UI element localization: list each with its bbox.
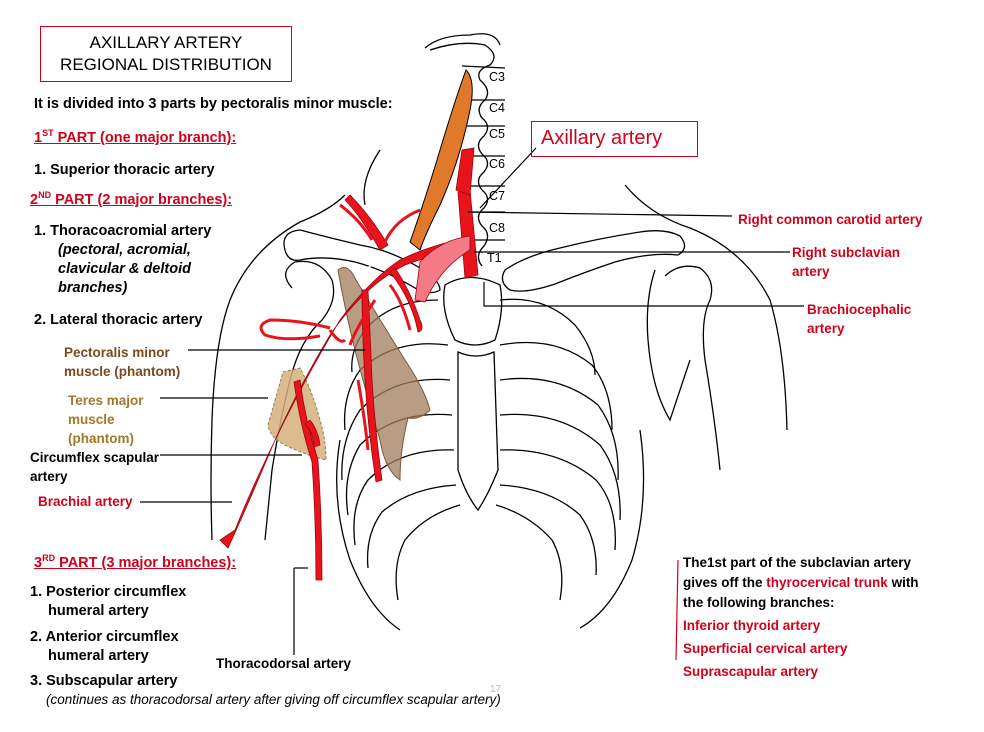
title-line-1: AXILLARY ARTERY	[89, 33, 243, 52]
teres-line-2: muscle	[68, 412, 115, 427]
subclavian-line-2: artery	[792, 264, 830, 279]
thoracoacromial	[344, 194, 389, 251]
part3-heading: 3RD PART (3 major branches):	[34, 553, 236, 571]
circumflex-scapular	[304, 419, 321, 448]
teres-major-label: Teres major muscle (phantom)	[68, 391, 144, 448]
pect-minor-line-2: muscle (phantom)	[64, 364, 181, 379]
left-humerus	[664, 265, 721, 471]
circumflex-scapular-label: Circumflex scapular artery	[30, 448, 159, 486]
note-line-1: The1st part of the subclavian artery	[683, 555, 912, 570]
thyrocervical-trunk: thyrocervical trunk	[766, 575, 888, 590]
acromial-branch	[339, 203, 374, 241]
branch-suprascapular: Suprascapular artery	[683, 664, 819, 679]
pect-minor-line-1: Pectoralis minor	[64, 345, 170, 360]
vertebra-c7: C7	[489, 189, 505, 203]
brachial-label: Brachial artery	[38, 494, 133, 509]
detail-line-1: (pectoral, acromial,	[58, 242, 191, 258]
subclavian-to-axillary	[219, 237, 471, 549]
vertebra-t1: T1	[487, 251, 502, 265]
part1-item-1: 1. Superior thoracic artery	[34, 162, 215, 178]
thoracodorsal-label: Thoracodorsal artery	[216, 656, 352, 671]
part3-note: (continues as thoracodorsal artery after…	[46, 692, 501, 707]
part2-heading: 2ND PART (2 major branches):	[30, 190, 232, 208]
part1-sup: ST	[42, 128, 54, 138]
part3-heading-text: PART (3 major branches):	[55, 554, 237, 571]
part1-heading-text: PART (one major branch):	[53, 129, 237, 146]
vertebra-c5: C5	[489, 127, 505, 141]
part2-item-2: 2. Lateral thoracic artery	[34, 312, 203, 328]
brachiocephalic-trunk	[457, 189, 479, 279]
title-box: AXILLARY ARTERY REGIONAL DISTRIBUTION	[40, 26, 292, 82]
right-common-carotid	[455, 147, 475, 196]
note-line-2-b: with	[887, 575, 919, 590]
right-clavicle	[283, 229, 441, 294]
part2-item-1-detail: (pectoral, acromial, clavicular & deltoi…	[58, 241, 191, 298]
right-subclavian-label: Right subclavian artery	[792, 243, 900, 281]
p3i2-line-2: humeral artery	[48, 648, 149, 664]
part1-heading: 1ST PART (one major branch):	[34, 128, 236, 146]
part3-num: 3	[34, 554, 43, 571]
p3i2-line-1: 2. Anterior circumflex	[30, 629, 179, 645]
part1-num: 1	[34, 129, 43, 146]
vertebra-c4: C4	[489, 101, 505, 115]
p3i1-line-1: 1. Posterior circumflex	[30, 584, 187, 600]
detail-line-2: clavicular & deltoid	[58, 261, 191, 277]
note-line-3: the following branches:	[683, 595, 835, 610]
subscapular-thoracodorsal	[293, 379, 323, 581]
subclavian-line-1: Right subclavian	[792, 245, 901, 260]
part-number-3: 3	[321, 327, 328, 341]
circ-line-1: Circumflex scapular	[30, 450, 160, 465]
part2-heading-text: PART (2 major branches):	[51, 191, 233, 208]
anterior-circumflex-humeral	[328, 329, 347, 343]
part2-item-1: 1. Thoracoacromial artery	[34, 223, 212, 239]
right-common-carotid-label: Right common carotid artery	[738, 212, 923, 227]
manubrium	[443, 276, 503, 346]
axillary-artery-label: Axillary artery	[531, 121, 698, 157]
left-scapula	[646, 269, 691, 422]
brachio-line-1: Brachiocephalic	[807, 302, 912, 317]
brachio-line-2: artery	[807, 321, 845, 336]
title-line-2: REGIONAL DISTRIBUTION	[60, 55, 272, 74]
pect-minor-label: Pectoralis minor muscle (phantom)	[64, 343, 180, 381]
vertebra-c6: C6	[489, 157, 505, 171]
superior-thoracic	[389, 267, 423, 333]
sternum	[457, 351, 499, 512]
lateral-thoracic	[361, 289, 383, 483]
body-outline-left	[210, 194, 346, 541]
note-line-2-a: gives off the	[683, 575, 767, 590]
page-number: 17	[490, 684, 502, 695]
part-number-1: 1	[366, 264, 373, 278]
branch-superficial-cervical: Superficial cervical artery	[683, 641, 848, 656]
part3-item-3: 3. Subscapular artery	[30, 673, 178, 689]
detail-line-3: branches)	[58, 280, 128, 296]
part3-item-2: 2. Anterior circumflex humeral artery	[30, 628, 179, 666]
neck-left	[363, 149, 381, 206]
part3-sup: RD	[42, 553, 56, 563]
brachiocephalic-label: Brachiocephalic artery	[807, 300, 911, 338]
part3-item-1: 1. Posterior circumflex humeral artery	[30, 583, 186, 621]
note-line-2: gives off the thyrocervical trunk with	[683, 573, 919, 593]
branch-inferior-thyroid: Inferior thyroid artery	[683, 618, 821, 633]
scalene-muscle	[409, 69, 473, 251]
right-subclavian-light	[414, 235, 471, 303]
part2-sup: ND	[38, 190, 52, 200]
left-clavicle	[501, 230, 686, 292]
teres-line-3: (phantom)	[68, 431, 134, 446]
subclavian-note: The1st part of the subclavian artery giv…	[683, 553, 919, 682]
vertebra-c3: C3	[489, 70, 505, 84]
cervical-spine	[429, 42, 495, 267]
intro-text: It is divided into 3 parts by pectoralis…	[34, 96, 393, 112]
posterior-circumflex-humeral	[259, 318, 331, 341]
vertebra-c8: C8	[489, 221, 505, 235]
right-common-carotid-line	[140, 147, 804, 661]
part2-num: 2	[30, 191, 39, 208]
circ-line-2: artery	[30, 469, 68, 484]
teres-line-1: Teres major	[68, 393, 144, 408]
p3i1-line-2: humeral artery	[48, 603, 149, 619]
